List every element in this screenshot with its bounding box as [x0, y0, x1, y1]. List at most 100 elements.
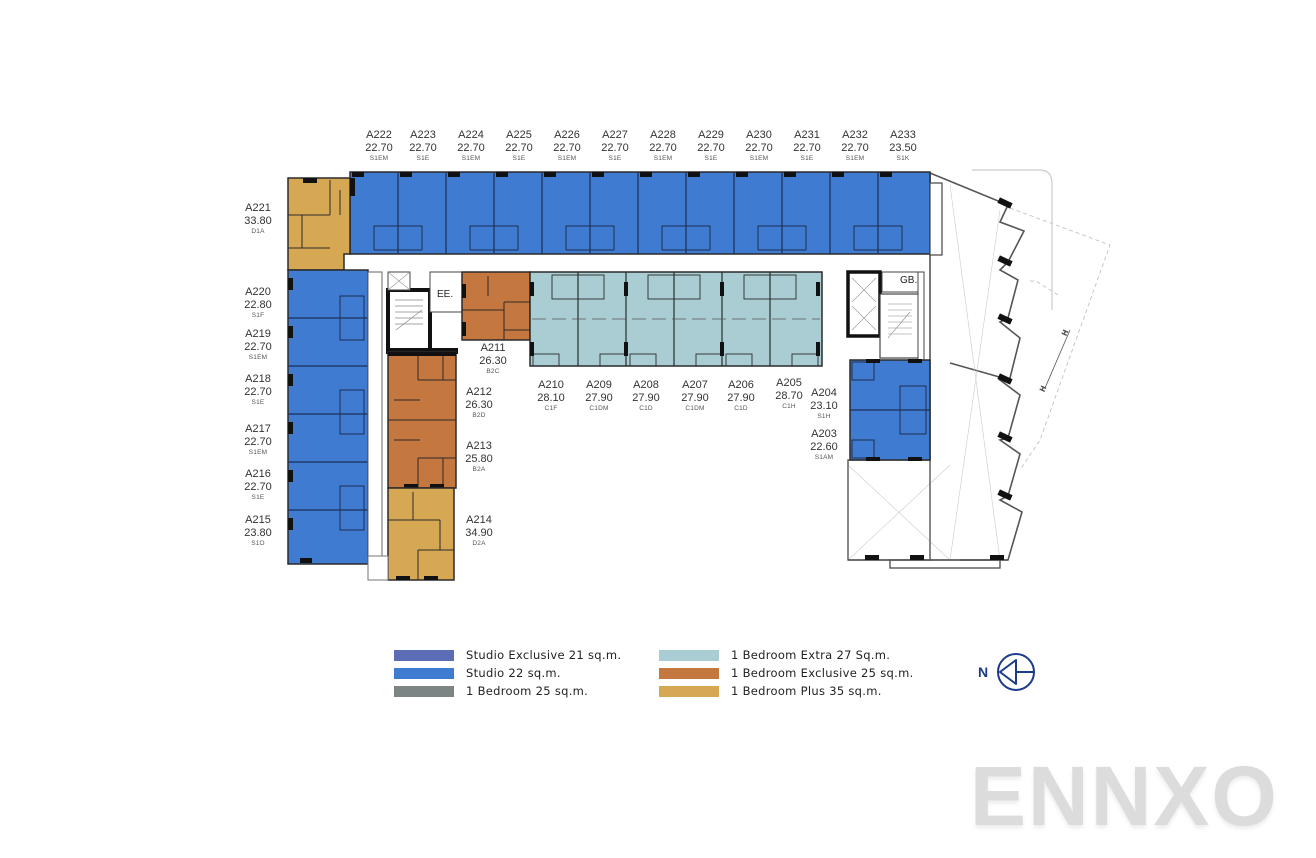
unit-code: A218: [245, 373, 271, 385]
unit-code: A212: [466, 386, 492, 398]
east-wing-guides: [1009, 207, 1111, 471]
unit-type: S1O: [251, 540, 265, 548]
unit-code: A219: [245, 328, 271, 340]
unit-area: 22.70: [793, 141, 821, 154]
unit-code: A228: [650, 129, 676, 141]
legend-swatch: [659, 685, 719, 697]
legend-item-1-bedroom-exclusive: 1 Bedroom Exclusive 25 sq.m.: [659, 664, 914, 682]
legend-label: 1 Bedroom Plus 35 sq.m.: [731, 684, 882, 698]
unit-type: D2A: [472, 540, 486, 548]
unit-area: 22.80: [244, 298, 272, 311]
unit-code: A229: [698, 129, 724, 141]
unit-area: 22.70: [505, 141, 533, 154]
unit-type: S1E: [608, 155, 622, 163]
unit-type: S1K: [896, 155, 910, 163]
legend-item-1-bedroom: 1 Bedroom 25 sq.m.: [394, 682, 588, 700]
watermark-logo: ENNXO: [970, 749, 1279, 843]
unit-type: S1AM: [814, 454, 834, 462]
unit-code: A220: [245, 286, 271, 298]
unit-code: A204: [811, 387, 837, 399]
unit-type: S1F: [251, 312, 265, 320]
unit-type: S1E: [800, 155, 814, 163]
unit-area: 27.90: [727, 391, 755, 404]
unit-type: S1E: [251, 399, 265, 407]
unit-type: C1H: [782, 403, 796, 411]
unit-area: 22.70: [457, 141, 485, 154]
east-wing-outline: [929, 172, 1026, 561]
unit-type: S1EM: [248, 449, 268, 457]
corridor-scale-marker: H H: [1039, 329, 1071, 393]
unit-type: S1EM: [461, 155, 481, 163]
unit-area: 25.80: [465, 452, 493, 465]
unit-area: 22.70: [649, 141, 677, 154]
unit-a221-shape: [287, 177, 355, 271]
unit-type: C1DM: [685, 405, 705, 413]
compass: N: [978, 652, 1050, 692]
unit-type: C1DM: [589, 405, 609, 413]
unit-area: 22.70: [601, 141, 629, 154]
unit-area: 28.70: [775, 389, 803, 402]
unit-type: B2C: [486, 368, 500, 376]
unit-type: S1E: [512, 155, 526, 163]
unit-code: A210: [538, 379, 564, 391]
legend-label: Studio 22 sq.m.: [466, 666, 561, 680]
legend-item-1-bedroom-plus: 1 Bedroom Plus 35 sq.m.: [659, 682, 882, 700]
unit-area: 22.70: [244, 385, 272, 398]
unit-code: A223: [410, 129, 436, 141]
unit-a214-shape: [367, 487, 455, 581]
unit-code: A217: [245, 423, 271, 435]
unit-area: 22.60: [810, 440, 838, 453]
unit-type: S1EM: [248, 354, 268, 362]
unit-code: A214: [466, 514, 492, 526]
unit-type: C1D: [734, 405, 748, 413]
legend-swatch: [659, 667, 719, 679]
deck-columns: [865, 555, 1004, 560]
lower-right-deck: [847, 459, 1008, 569]
legend-swatch: [394, 649, 454, 661]
compass-label: N: [978, 664, 989, 680]
unit-code: A216: [245, 468, 271, 480]
unit-area: 27.90: [681, 391, 709, 404]
unit-code: A227: [602, 129, 628, 141]
legend-label: 1 Bedroom Exclusive 25 sq.m.: [731, 666, 914, 680]
unit-a204-a203-shape: [849, 359, 931, 461]
unit-code: A207: [682, 379, 708, 391]
legend: Studio Exclusive 21 sq.m. Studio 22 sq.m…: [394, 646, 954, 702]
unit-area: 22.70: [244, 340, 272, 353]
unit-area: 23.10: [810, 399, 838, 412]
unit-code: A226: [554, 129, 580, 141]
unit-code: A211: [480, 342, 506, 354]
unit-area: 22.70: [697, 141, 725, 154]
